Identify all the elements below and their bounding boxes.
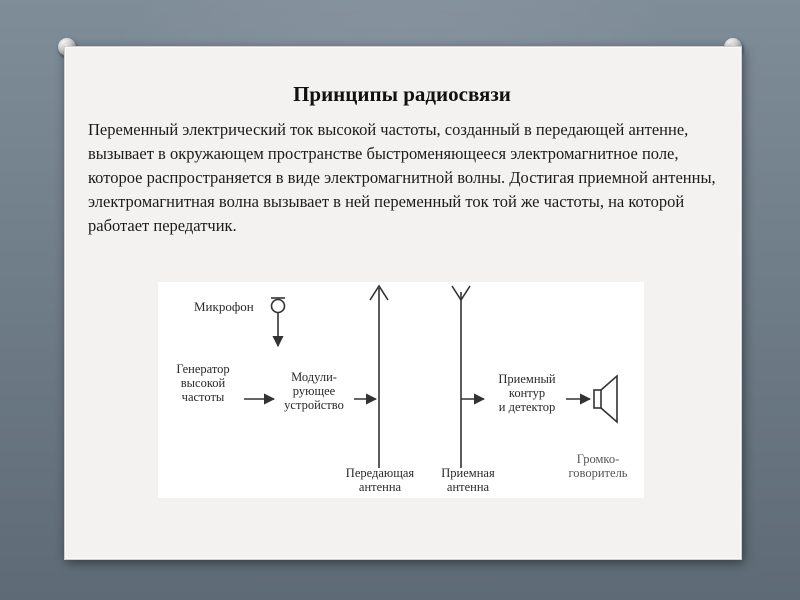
label-speaker: Громко- говоритель — [568, 452, 628, 480]
slide-title: Принципы радиосвязи — [293, 82, 511, 106]
label-tx-antenna: Передающая антенна — [345, 466, 415, 494]
label-modulator: Модули- рующее устройство — [284, 370, 344, 412]
speaker-icon — [593, 374, 618, 424]
radio-diagram: Микрофон Генератор высокой частоты Модул… — [158, 282, 644, 498]
label-generator: Генератор высокой частоты — [176, 362, 230, 404]
slide-paragraph: Переменный электрический ток высокой час… — [88, 120, 716, 235]
tx-antenna-icon — [369, 284, 389, 468]
rx-antenna-icon — [451, 285, 471, 468]
label-rx-antenna: Приемная антенна — [441, 466, 495, 494]
diagram-lines — [244, 284, 618, 468]
microphone-icon — [270, 297, 286, 314]
label-receiver: Приемный контур и детектор — [498, 372, 556, 414]
label-microphone: Микрофон — [194, 299, 254, 314]
